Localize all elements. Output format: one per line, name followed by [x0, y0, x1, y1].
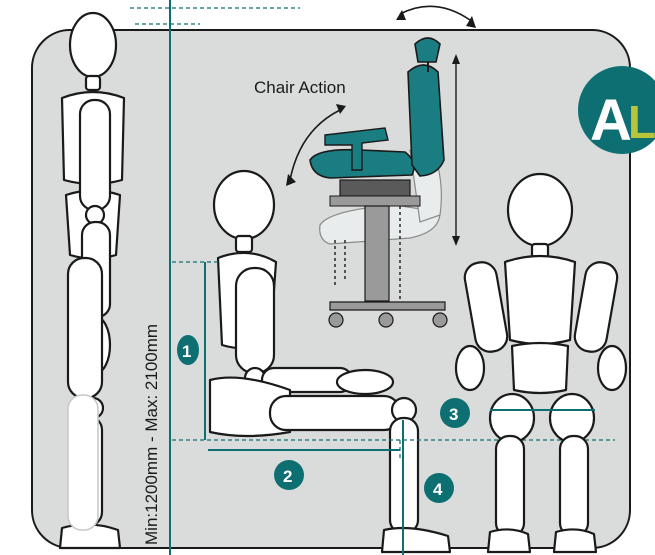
logo-letter-a: A	[590, 88, 632, 153]
marker-2-number: 2	[283, 467, 292, 486]
marker-1: 1	[177, 335, 199, 365]
marker-2: 2	[274, 460, 304, 490]
logo-letter-l: L	[628, 96, 655, 148]
standing-mannequin-back-leg	[68, 395, 98, 530]
marker-3: 3	[440, 398, 470, 428]
marker-4: 4	[424, 473, 454, 503]
marker-1-number: 1	[182, 342, 191, 361]
height-range-label: Min:1200mm - Max: 2100mm	[142, 324, 161, 545]
chair-action-label: Chair Action	[254, 78, 346, 97]
marker-4-number: 4	[433, 480, 443, 499]
marker-3-number: 3	[449, 405, 458, 424]
